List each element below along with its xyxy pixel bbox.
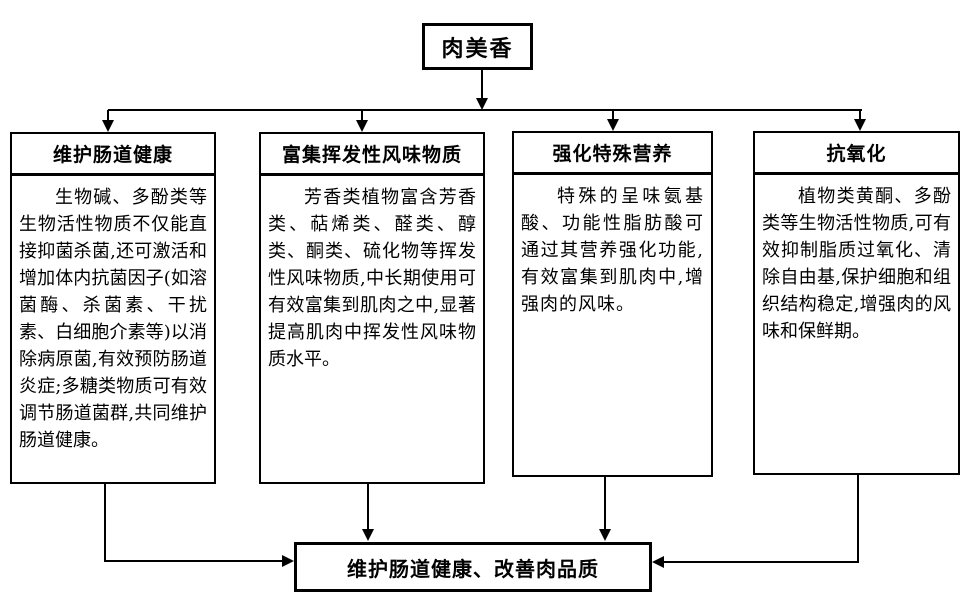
branch-flavor-enrichment: 富集挥发性风味物质 芳香类植物富含芳香类、萜烯类、醛类、醇类、酮类、硫化物等挥发… (259, 132, 485, 484)
branch-body-text: 芳香类植物富含芳香类、萜烯类、醛类、醇类、酮类、硫化物等挥发性风味物质,中长期使… (268, 187, 476, 370)
outcome-label: 维护肠道健康、改善肉品质 (347, 556, 599, 581)
branch-body: 植物类黄酮、多酚类等生物活性物质,可有效抑制脂质过氧化、清除自由基,保护细胞和组… (753, 173, 960, 475)
branch-body: 芳香类植物富含芳香类、萜烯类、醛类、醇类、酮类、硫化物等挥发性风味物质,中长期使… (259, 174, 485, 484)
branch-title: 富集挥发性风味物质 (259, 132, 485, 175)
branch-body-text: 植物类黄酮、多酚类等生物活性物质,可有效抑制脂质过氧化、清除自由基,保护细胞和组… (762, 186, 951, 342)
branch-body-text: 特殊的呈味氨基酸、功能性脂肪酸可通过其营养强化功能,有效富集到肌肉中,增强肉的风… (521, 186, 704, 315)
root-label: 肉美香 (441, 36, 514, 62)
branch-special-nutrition: 强化特殊营养 特殊的呈味氨基酸、功能性脂肪酸可通过其营养强化功能,有效富集到肌肉… (512, 131, 713, 477)
branch-body-text: 生物碱、多酚类等生物活性物质不仅能直接抑菌杀菌,还可激活和增加体内抗菌因子(如溶… (19, 187, 207, 451)
branch-gut-health: 维护肠道健康 生物碱、多酚类等生物活性物质不仅能直接抑菌杀菌,还可激活和增加体内… (10, 132, 216, 484)
branch-title: 抗氧化 (753, 131, 960, 174)
branch-antioxidation: 抗氧化 植物类黄酮、多酚类等生物活性物质,可有效抑制脂质过氧化、清除自由基,保护… (753, 131, 960, 475)
branch-body: 生物碱、多酚类等生物活性物质不仅能直接抑菌杀菌,还可激活和增加体内抗菌因子(如溶… (10, 174, 216, 484)
root-box: 肉美香 (422, 23, 533, 70)
branch-body: 特殊的呈味氨基酸、功能性脂肪酸可通过其营养强化功能,有效富集到肌肉中,增强肉的风… (512, 173, 713, 477)
branch-title: 强化特殊营养 (512, 131, 713, 174)
outcome-box: 维护肠道健康、改善肉品质 (294, 542, 652, 592)
branch-title: 维护肠道健康 (10, 132, 216, 175)
